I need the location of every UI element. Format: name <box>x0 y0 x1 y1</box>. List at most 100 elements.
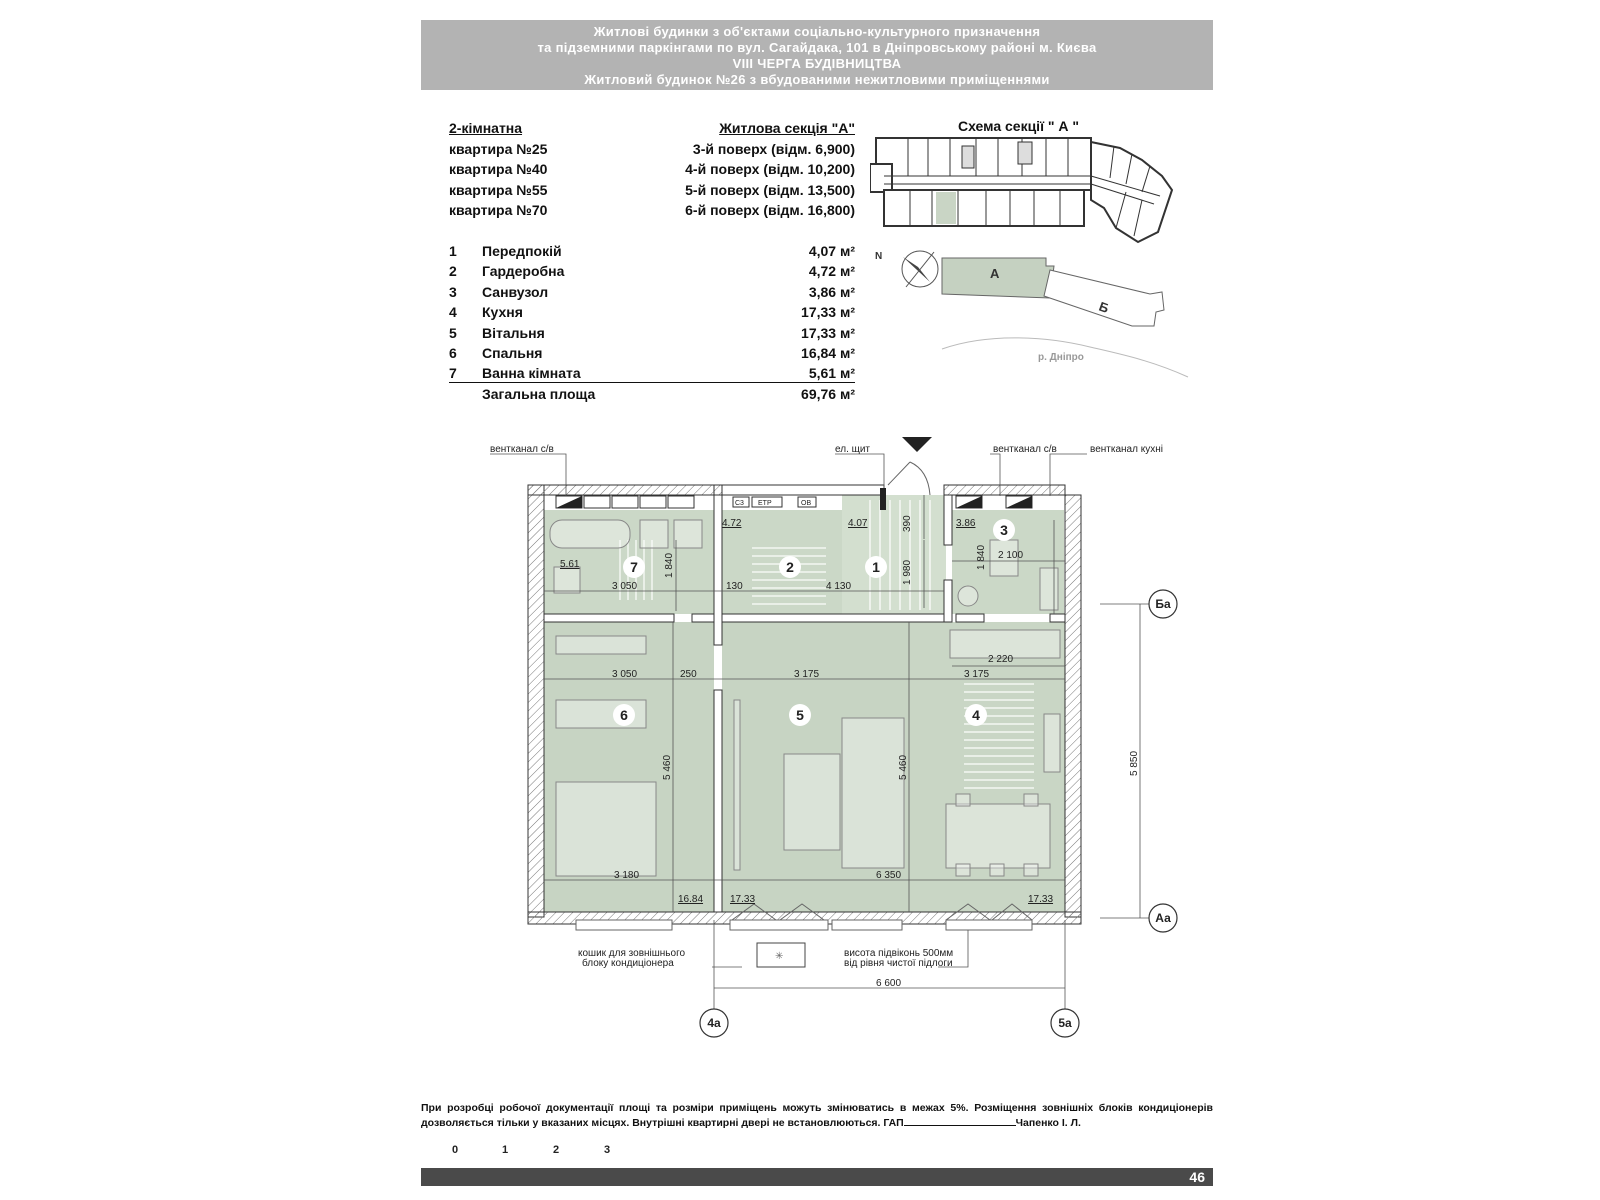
axis-5a-label: 5а <box>1058 1016 1072 1030</box>
room-row: 5 Вітальня 17,33 м² <box>449 323 855 343</box>
vent-kitchen-label: вентканал кухні <box>1090 444 1163 455</box>
north-compass: N <box>875 250 939 288</box>
dim-5460-right: 5 460 <box>898 755 909 780</box>
room-area: 16,84 м² <box>801 344 855 361</box>
unit-row: квартира №40 4-й поверх (відм. 10,200) <box>449 159 855 180</box>
page-number: 46 <box>1189 1169 1205 1185</box>
room-name: Вітальня <box>482 324 545 341</box>
axis-aa-bubble <box>1148 903 1178 933</box>
room-number: 1 <box>449 243 457 259</box>
dim-1840-left: 1 840 <box>664 553 675 578</box>
living-floor <box>722 622 909 912</box>
room-number-2: 2 <box>786 559 794 575</box>
room-row: 7 Ванна кімната 5,61 м² <box>449 363 855 383</box>
area-label-2: 4.72 <box>722 518 742 529</box>
dim-3175-right: 3 175 <box>964 669 989 680</box>
section-block-plan <box>870 137 1174 244</box>
unit-label: квартира №70 <box>449 202 548 218</box>
meter-boxes: С3 ЕТР ОВ <box>732 496 817 508</box>
dim-250: 250 <box>680 669 697 680</box>
room-markers <box>613 519 1015 726</box>
room-number: 5 <box>449 324 457 341</box>
entrance-door <box>887 461 931 496</box>
total-row: Загальна площа 69,76 м² <box>449 384 855 404</box>
ac-unit-icon: ✳ <box>775 951 783 962</box>
title-line-4: Житловий будинок №26 з вбудованими нежит… <box>584 72 1050 87</box>
apartment-type: 2-кімнатна <box>449 120 523 136</box>
room-area: 4,72 м² <box>808 263 855 280</box>
axis-5a-bubble <box>1050 1008 1080 1038</box>
scale-tick-3: 3 <box>604 1144 610 1156</box>
vent-bath-left-label: вентканал с/в <box>490 444 554 455</box>
north-label: N <box>875 251 882 262</box>
room-row: 1 Передпокій 4,07 м² <box>449 241 855 261</box>
dim-130: 130 <box>726 581 743 592</box>
dim-6350: 6 350 <box>876 870 901 881</box>
title-line-2: та підземними паркінгами по вул. Сагайда… <box>537 40 1097 55</box>
note-text: При розробці робочої документації площі … <box>421 1102 1213 1129</box>
room-number-5: 5 <box>796 707 804 723</box>
entrance-marker <box>902 437 932 452</box>
scale-tick-0: 0 <box>452 1144 458 1156</box>
vent-bath-right-label: вентканал с/в <box>993 444 1057 455</box>
unit-label: квартира №55 <box>449 181 548 198</box>
axis-ba-label: Ба <box>1155 597 1171 611</box>
dim-4130: 4 130 <box>826 581 851 592</box>
furniture <box>549 519 1061 877</box>
axis-aa-label: Аа <box>1155 911 1171 925</box>
room-number: 7 <box>449 365 457 382</box>
section-label: Житлова секція "А" <box>719 120 855 136</box>
room-area: 3,86 м² <box>808 283 855 300</box>
section-footprints: А Б <box>941 257 1165 327</box>
gap-name: Чапенко І. Л. <box>1015 1117 1081 1129</box>
room-row: 4 Кухня 17,33 м² <box>449 302 855 322</box>
room-number-1: 1 <box>872 559 880 575</box>
apartment-info: 2-кімнатна Житлова секція "А" квартира №… <box>449 118 855 221</box>
room-number: 2 <box>449 263 457 280</box>
room-name: Передпокій <box>482 243 562 259</box>
unit-row: квартира №25 3-й поверх (відм. 6,900) <box>449 139 855 160</box>
section-scheme: N А Б р. Дніпро <box>870 137 1189 378</box>
section-a-label: А <box>990 266 1000 281</box>
area-label-7: 5.61 <box>560 559 580 570</box>
room-number: 3 <box>449 283 457 300</box>
dim-390: 390 <box>902 515 913 532</box>
dim-5460-left: 5 460 <box>662 755 673 780</box>
dim-1840-right: 1 840 <box>976 545 987 570</box>
highlighted-apartment <box>936 192 956 224</box>
signature-line <box>903 1125 1016 1126</box>
room-name: Спальня <box>482 344 543 361</box>
dim-3180: 3 180 <box>614 870 639 881</box>
unit-label: квартира №25 <box>449 140 548 157</box>
total-label: Загальна площа <box>482 385 596 402</box>
kitchen-floor <box>909 622 1065 912</box>
unit-floor: 3-й поверх (відм. 6,900) <box>692 140 855 157</box>
axis-4a-bubble <box>699 1008 729 1038</box>
unit-floor: 5-й поверх (відм. 13,500) <box>685 181 855 198</box>
ac-basket-label-1: кошик для зовнішнього <box>578 948 686 959</box>
river-label: р. Дніпро <box>1038 352 1084 363</box>
dim-1980: 1 980 <box>902 560 913 585</box>
room-row: 6 Спальня 16,84 м² <box>449 343 855 363</box>
windows <box>575 903 1033 931</box>
room-name: Санвузол <box>482 283 549 300</box>
room-area: 5,61 м² <box>808 365 855 382</box>
gap-label: ГАП <box>883 1117 904 1129</box>
scheme-title: Схема секції " А " <box>958 118 1080 134</box>
dim-3175-left: 3 175 <box>794 669 819 680</box>
dim-2220: 2 220 <box>988 654 1013 665</box>
title-banner: Житлові будинки з об'єктами соціально-ку… <box>421 20 1213 90</box>
room-name: Гардеробна <box>482 263 565 280</box>
ac-basket <box>756 942 806 968</box>
area-label-4: 17.33 <box>1028 894 1053 905</box>
unit-row: квартира №70 6-й поверх (відм. 16,800) <box>449 200 855 221</box>
unit-label: квартира №40 <box>449 161 548 177</box>
unit-row: квартира №55 5-й поверх (відм. 13,500) <box>449 180 855 201</box>
axis-ba-bubble <box>1148 589 1178 619</box>
room-name: Кухня <box>482 304 523 321</box>
hallway-floor <box>842 495 946 614</box>
room-number-7: 7 <box>630 559 638 575</box>
title-line-3: VIII ЧЕРГА БУДІВНИЦТВА <box>732 56 902 71</box>
